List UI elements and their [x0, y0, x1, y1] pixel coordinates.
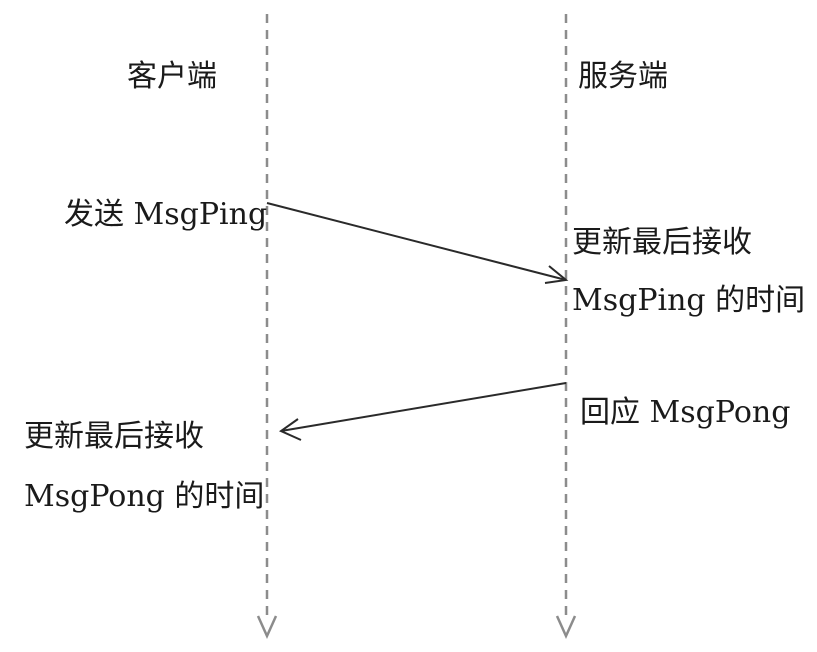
client-label: 客户端 — [127, 59, 217, 94]
pong-message-arrow — [280, 382, 567, 432]
server-note-line2: MsgPing 的时间 — [572, 283, 806, 318]
pong-message-label: 回应 MsgPong — [580, 395, 791, 430]
ping-message-label: 发送 MsgPing — [64, 197, 268, 232]
server-lifeline-arrowhead — [555, 615, 577, 640]
client-note-line2: MsgPong 的时间 — [24, 479, 265, 514]
server-label: 服务端 — [578, 59, 668, 94]
ping-message-arrowhead — [544, 265, 569, 284]
client-note-line1: 更新最后接收 — [24, 419, 204, 454]
pong-message-arrowhead — [278, 418, 302, 441]
client-lifeline-arrowhead — [256, 615, 278, 640]
ping-message-arrow — [266, 202, 567, 281]
server-note-line1: 更新最后接收 — [572, 225, 752, 260]
